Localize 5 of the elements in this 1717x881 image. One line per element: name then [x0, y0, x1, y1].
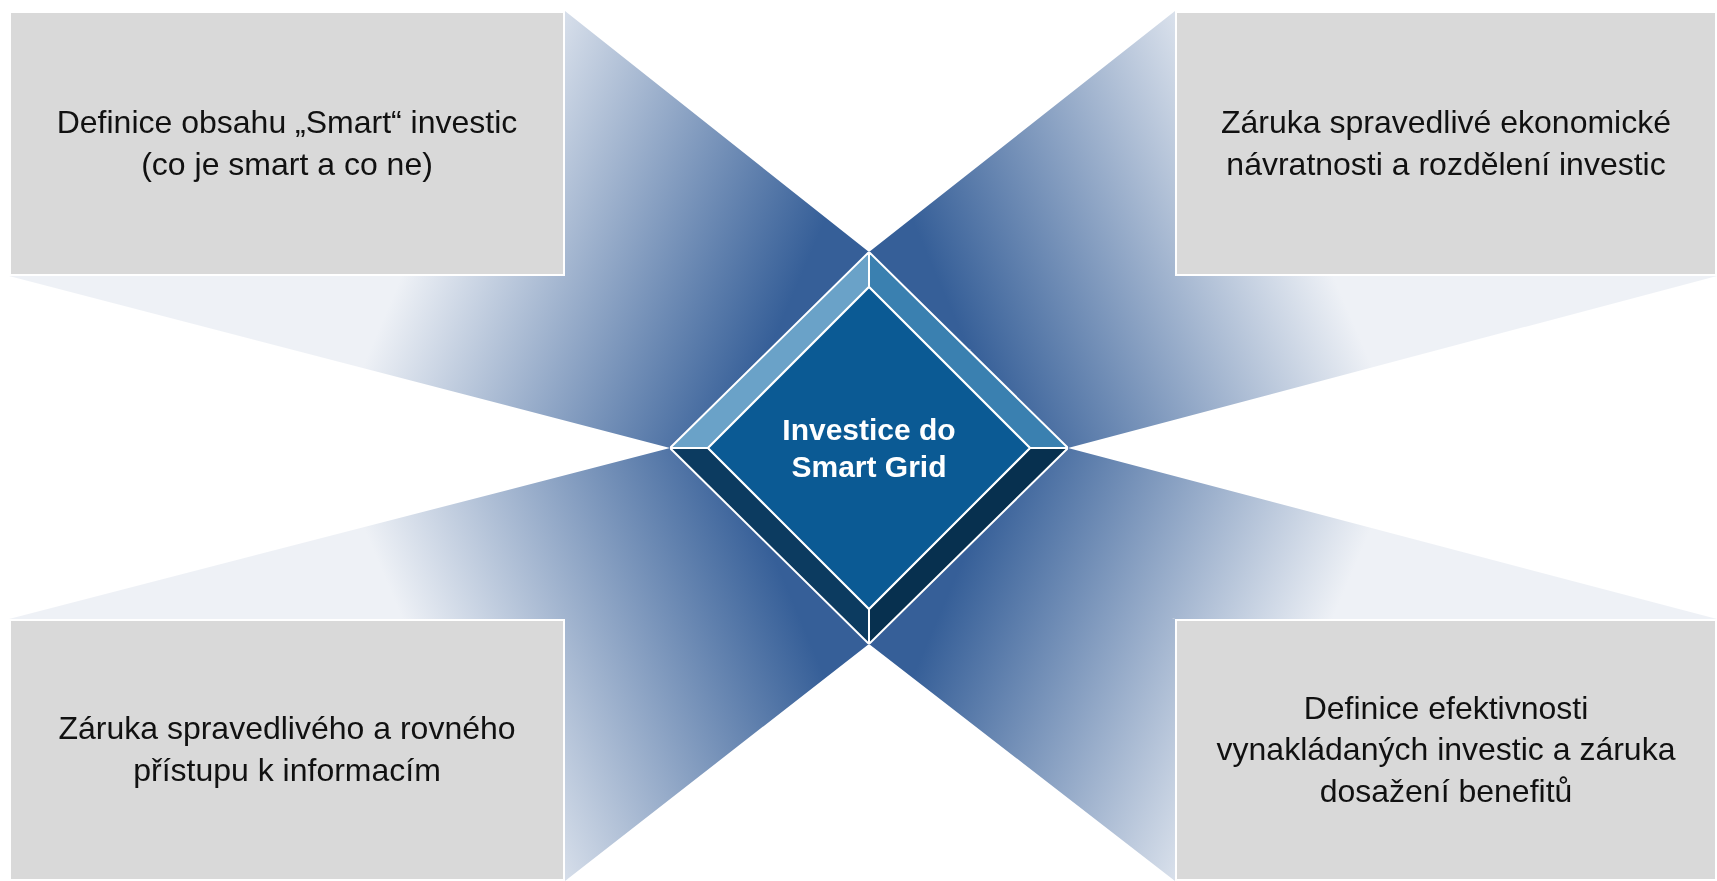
text-box: Definice efektivnosti vynakládaných investic a záruka dosažení benefitů [1175, 619, 1717, 881]
text-box: Záruka spravedlivé ekonomické návratnosti a rozdělení investic [1175, 11, 1717, 276]
text-box: Záruka spravedlivého a rovného přístupu k informacím [9, 619, 565, 881]
text-box: Definice obsahu „Smart“ investic (co je smart a co ne) [9, 11, 565, 276]
diamond-label: Investice do Smart Grid [781, 411, 957, 485]
